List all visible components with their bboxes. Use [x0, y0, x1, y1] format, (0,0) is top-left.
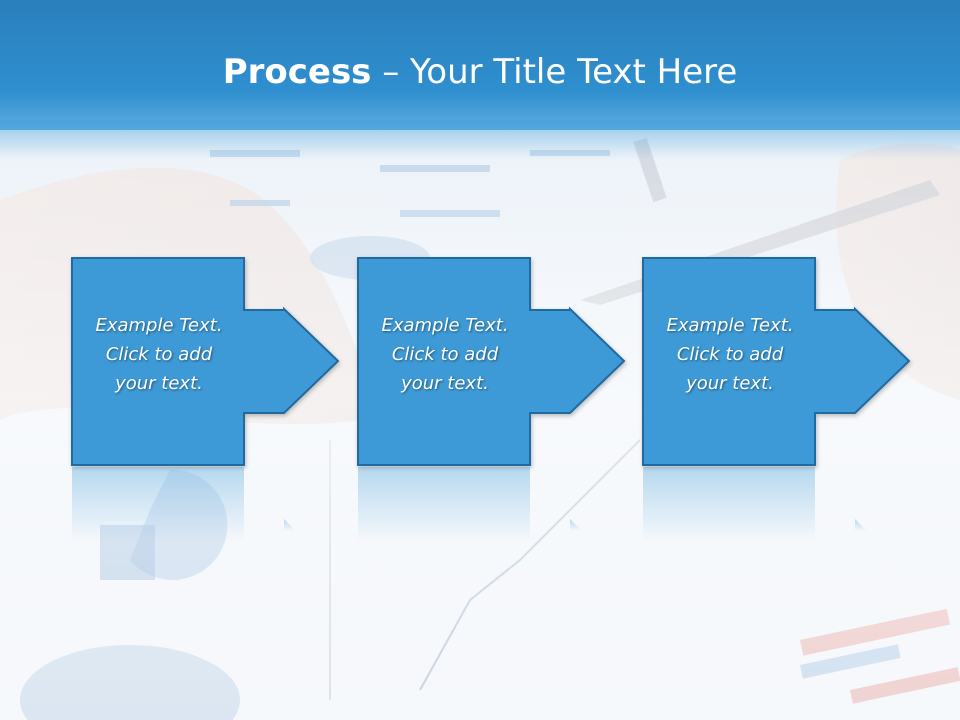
- step-1-reflection: [72, 467, 296, 542]
- process-step-3[interactable]: Example Text. Click to add your text.: [642, 257, 911, 467]
- title-rest: – Your Title Text Here: [371, 52, 738, 92]
- title-bar-fade: [0, 120, 960, 160]
- arrow-box-shape: [357, 257, 626, 466]
- step-text-line-3: your text.: [686, 373, 774, 394]
- step-text-line-1: Example Text.: [381, 315, 509, 336]
- step-text-line-3: your text.: [115, 373, 203, 394]
- title-bar: [0, 0, 960, 130]
- step-text-line-3: your text.: [401, 373, 489, 394]
- step-text-line-2: Click to add: [676, 344, 784, 365]
- step-text-line-2: Click to add: [391, 344, 499, 365]
- step-text-line-2: Click to add: [105, 344, 213, 365]
- slide-title[interactable]: Process – Your Title Text Here: [0, 52, 960, 92]
- process-step-1[interactable]: Example Text. Click to add your text.: [71, 257, 340, 467]
- process-step-2[interactable]: Example Text. Click to add your text.: [357, 257, 626, 467]
- step-text[interactable]: Example Text. Click to add your text.: [73, 311, 245, 398]
- title-bold: Process: [222, 52, 372, 92]
- step-2-reflection: [358, 467, 582, 542]
- arrow-box-shape: [642, 257, 911, 466]
- step-3-reflection: [643, 467, 867, 542]
- step-text[interactable]: Example Text. Click to add your text.: [644, 311, 816, 398]
- step-text-line-1: Example Text.: [95, 315, 223, 336]
- arrow-box-shape: [71, 257, 340, 466]
- step-text-line-1: Example Text.: [666, 315, 794, 336]
- step-text[interactable]: Example Text. Click to add your text.: [359, 311, 531, 398]
